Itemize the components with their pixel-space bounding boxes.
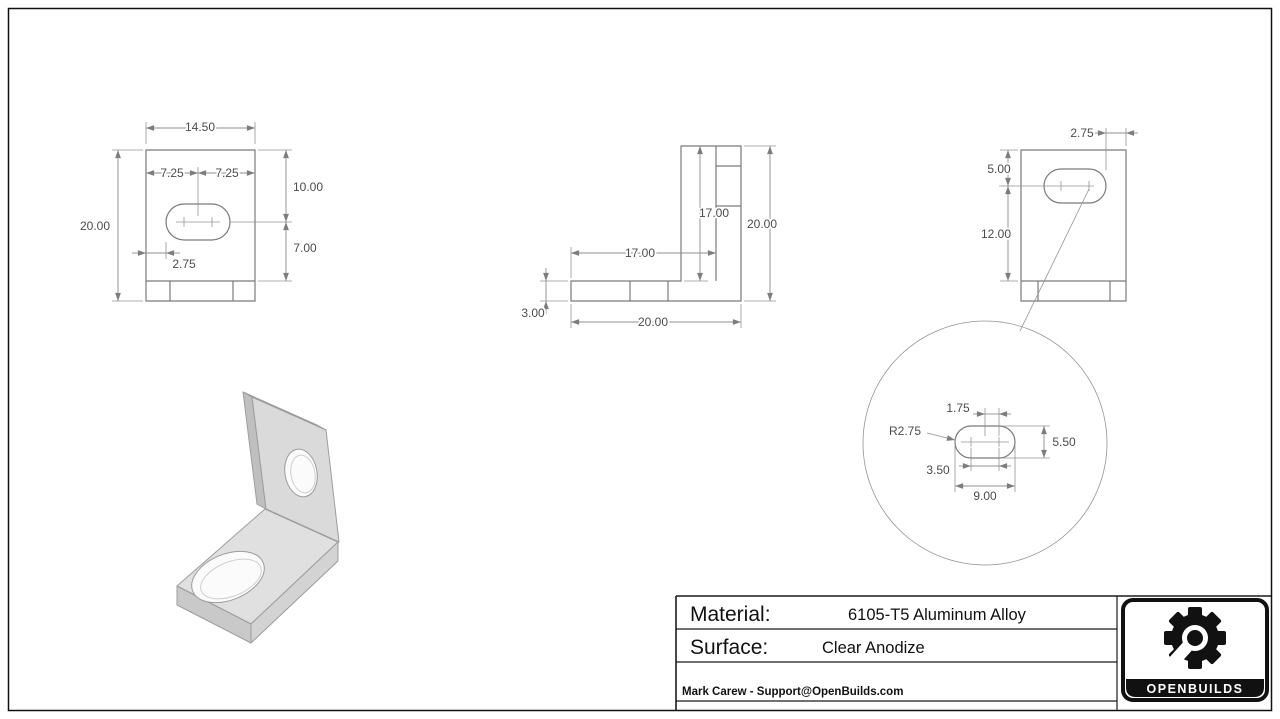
- front-view: [145, 149, 256, 302]
- isometric-view: [176, 391, 340, 644]
- dim-detail-arc-spacing: 3.50: [926, 463, 950, 477]
- end-view: [999, 149, 1127, 302]
- dim-side-leg-height: 17.00: [699, 206, 729, 220]
- dim-detail-slot-height: 5.50: [1052, 435, 1076, 449]
- dim-front-right-half: 7.25: [215, 166, 239, 180]
- dim-front-top-to-slot: 10.00: [293, 180, 323, 194]
- dim-detail-center-to-arc: 1.75: [946, 401, 970, 415]
- dim-end-top-to-slot: 5.00: [987, 162, 1011, 176]
- detail-leader-line: [1019, 188, 1090, 332]
- surface-value: Clear Anodize: [822, 639, 925, 657]
- credit-line: Mark Carew - Support@OpenBuilds.com: [682, 686, 903, 698]
- dim-side-width: 20.00: [638, 315, 668, 329]
- page-border: [7, 7, 1273, 712]
- dim-detail-radius: R2.75: [889, 424, 921, 438]
- dim-side-leg-length: 17.00: [625, 246, 655, 260]
- dim-end-slot-to-edge: 2.75: [1070, 126, 1094, 140]
- end-view-dimensions: 2.75 5.00 12.00: [979, 124, 1138, 332]
- detail-circle: [862, 320, 1108, 566]
- dim-side-height: 20.00: [747, 217, 777, 231]
- material-value: 6105-T5 Aluminum Alloy: [848, 606, 1027, 624]
- front-view-dimensions: 14.50 7.25 7.25 20.00 10.00 7.00 2.75: [78, 118, 325, 302]
- dim-front-slot-edge: 2.75: [172, 257, 196, 271]
- openbuilds-logo: OPENBUILDS: [1121, 598, 1269, 702]
- gear-icon: [1164, 607, 1226, 669]
- dim-front-height: 20.00: [80, 219, 110, 233]
- dim-front-width: 14.50: [185, 120, 215, 134]
- side-view: [570, 145, 742, 302]
- title-block: Material: 6105-T5 Aluminum Alloy Surface…: [675, 595, 1271, 711]
- plate-hole: [284, 448, 318, 498]
- dim-side-thickness: 3.00: [521, 306, 545, 320]
- base-hole: [191, 550, 265, 604]
- material-label: Material:: [690, 603, 771, 626]
- dim-detail-slot-length: 9.00: [973, 489, 997, 503]
- end-slot: [1043, 168, 1107, 204]
- detail-view: 1.75 R2.75 5.50 3.50 9.00: [862, 320, 1108, 566]
- dim-end-slot-to-bottom: 12.00: [981, 227, 1011, 241]
- surface-label: Surface:: [690, 636, 768, 659]
- dim-front-left-half: 7.25: [160, 166, 184, 180]
- side-view-dimensions: 17.00 17.00 20.00 3.00 20.00: [520, 145, 779, 331]
- dim-front-slot-to-base: 7.00: [293, 241, 317, 255]
- brand-name: OPENBUILDS: [1147, 682, 1244, 696]
- front-slot: [165, 203, 231, 241]
